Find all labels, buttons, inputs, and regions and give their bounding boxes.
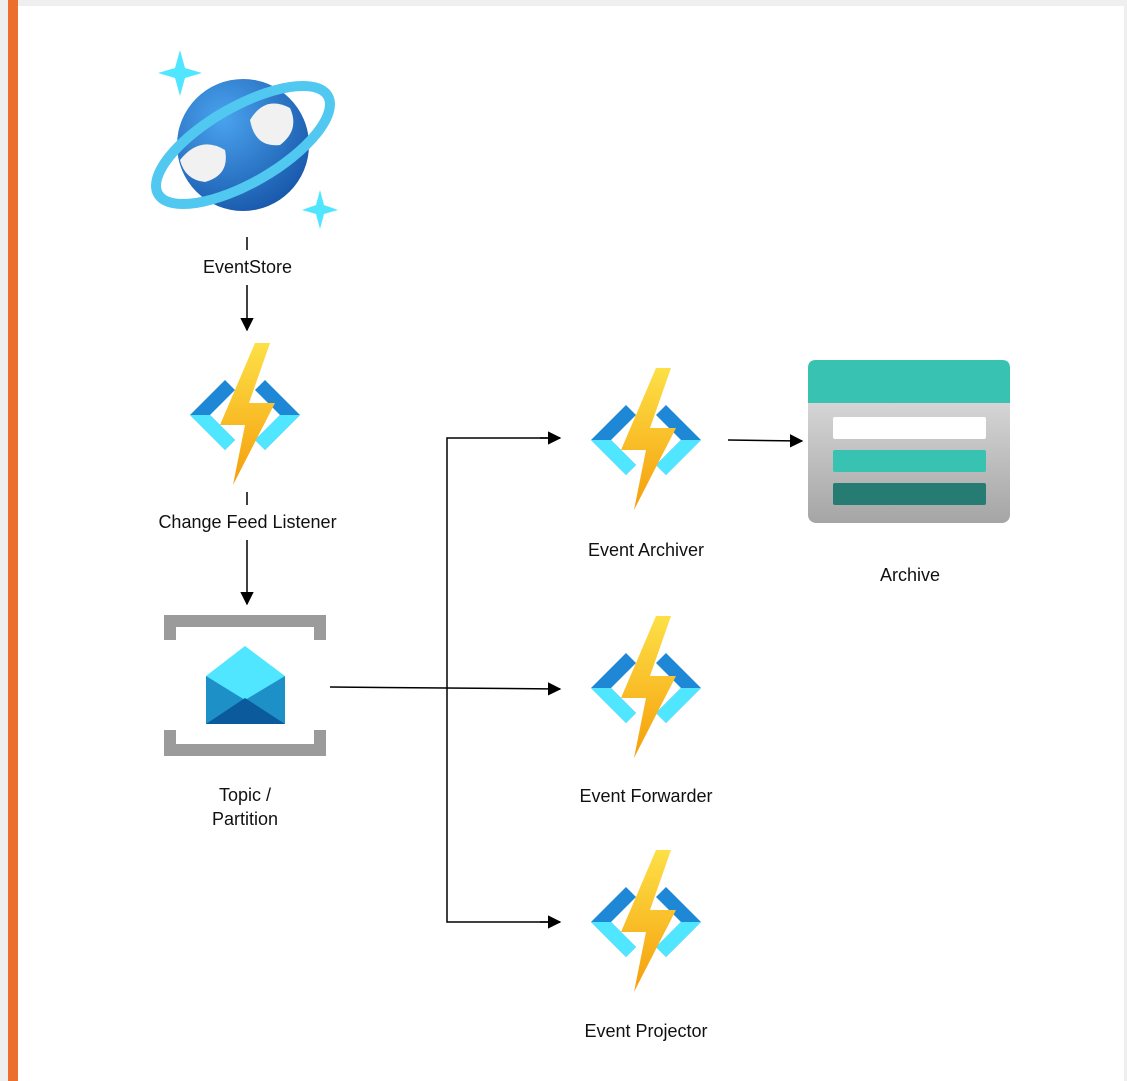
edge-topic-to-functions (329, 431, 562, 929)
event-archiver-function-icon (591, 368, 701, 510)
topic-partition-label-line1: Topic / (218, 785, 272, 805)
event-archiver-label: Event Archiver (587, 540, 705, 560)
event-projector-function-icon (591, 850, 701, 992)
eventstore-label: EventStore (202, 257, 293, 277)
edge-archiver-to-archive (727, 434, 804, 448)
change-feed-listener-label: Change Feed Listener (158, 512, 337, 532)
event-projector-label: Event Projector (584, 1021, 708, 1041)
event-forwarder-label: Event Forwarder (579, 786, 713, 806)
accent-bar (8, 0, 18, 1081)
cosmos-db-icon (151, 50, 338, 229)
archive-storage-table-icon (808, 360, 1010, 523)
change-feed-listener-function-icon (190, 343, 300, 485)
event-forwarder-function-icon (591, 616, 701, 758)
topic-partition-label-line2: Partition (211, 809, 279, 829)
archive-label: Archive (879, 565, 941, 585)
topic-partition-event-hub-icon (164, 615, 326, 756)
